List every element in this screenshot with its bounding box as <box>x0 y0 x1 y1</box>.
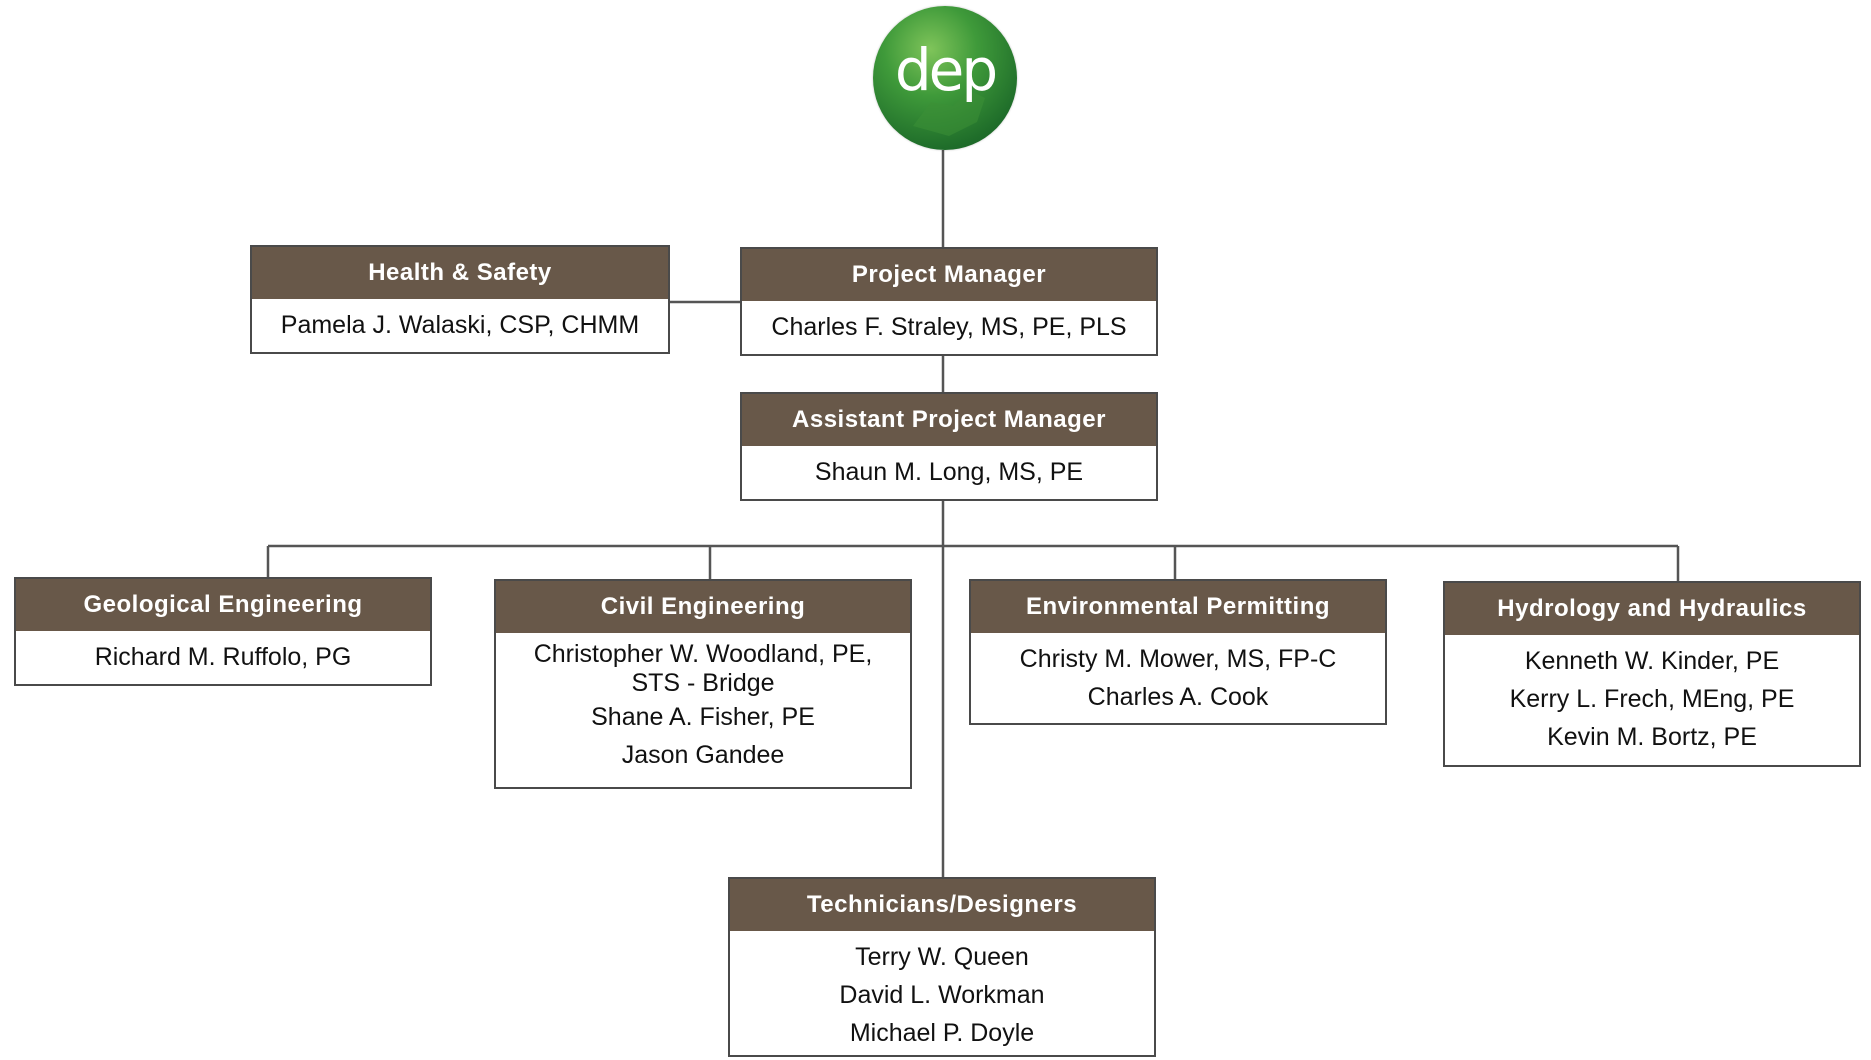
box-members: Richard M. Ruffolo, PG <box>16 631 430 676</box>
member-name: Christy M. Mower, MS, FP-C <box>1019 645 1337 673</box>
member-name: Richard M. Ruffolo, PG <box>94 643 352 671</box>
member-name: Terry W. Queen <box>855 943 1029 971</box>
hydrology-hydraulics-box: Hydrology and Hydraulics Kenneth W. Kind… <box>1443 581 1861 767</box>
box-members: Shaun M. Long, MS, PE <box>742 446 1156 491</box>
civil-engineering-box: Civil Engineering Christopher W. Woodlan… <box>494 579 912 789</box>
box-title: Assistant Project Manager <box>742 394 1156 446</box>
box-members: Charles F. Straley, MS, PE, PLS <box>742 301 1156 346</box>
member-name: Shaun M. Long, MS, PE <box>814 458 1084 486</box>
box-title: Geological Engineering <box>16 579 430 631</box>
geological-engineering-box: Geological Engineering Richard M. Ruffol… <box>14 577 432 686</box>
box-title: Civil Engineering <box>496 581 910 633</box>
technicians-designers-box: Technicians/Designers Terry W. Queen Dav… <box>728 877 1156 1057</box>
member-name: David L. Workman <box>839 981 1045 1009</box>
member-name: Pamela J. Walaski, CSP, CHMM <box>280 311 640 339</box>
assistant-pm-box: Assistant Project Manager Shaun M. Long,… <box>740 392 1158 501</box>
box-members: Christy M. Mower, MS, FP-C Charles A. Co… <box>971 633 1385 716</box>
dep-logo: dep <box>873 6 1017 150</box>
state-map-icon <box>913 90 985 136</box>
health-safety-box: Health & Safety Pamela J. Walaski, CSP, … <box>250 245 670 354</box>
box-title: Technicians/Designers <box>730 879 1154 931</box>
box-members: Kenneth W. Kinder, PE Kerry L. Frech, ME… <box>1445 635 1859 756</box>
project-manager-box: Project Manager Charles F. Straley, MS, … <box>740 247 1158 356</box>
environmental-permitting-box: Environmental Permitting Christy M. Mowe… <box>969 579 1387 725</box>
member-name: Kevin M. Bortz, PE <box>1547 723 1757 751</box>
member-name: Kenneth W. Kinder, PE <box>1524 647 1780 675</box>
member-name: Shane A. Fisher, PE <box>591 703 815 731</box>
member-name: Michael P. Doyle <box>849 1019 1035 1047</box>
member-name: Christopher W. Woodland, PE, <box>533 640 873 668</box>
member-name: STS - Bridge <box>631 669 775 697</box>
box-members: Christopher W. Woodland, PE, STS - Bridg… <box>496 633 910 774</box>
member-name: Charles F. Straley, MS, PE, PLS <box>771 313 1127 341</box>
box-title: Environmental Permitting <box>971 581 1385 633</box>
box-members: Pamela J. Walaski, CSP, CHMM <box>252 299 668 344</box>
member-name: Kerry L. Frech, MEng, PE <box>1509 685 1795 713</box>
box-title: Hydrology and Hydraulics <box>1445 583 1859 635</box>
member-name: Jason Gandee <box>621 741 785 769</box>
logo-text: dep <box>894 36 998 104</box>
box-title: Project Manager <box>742 249 1156 301</box>
member-name: Charles A. Cook <box>1087 683 1269 711</box>
box-title: Health & Safety <box>252 247 668 299</box>
box-members: Terry W. Queen David L. Workman Michael … <box>730 931 1154 1052</box>
